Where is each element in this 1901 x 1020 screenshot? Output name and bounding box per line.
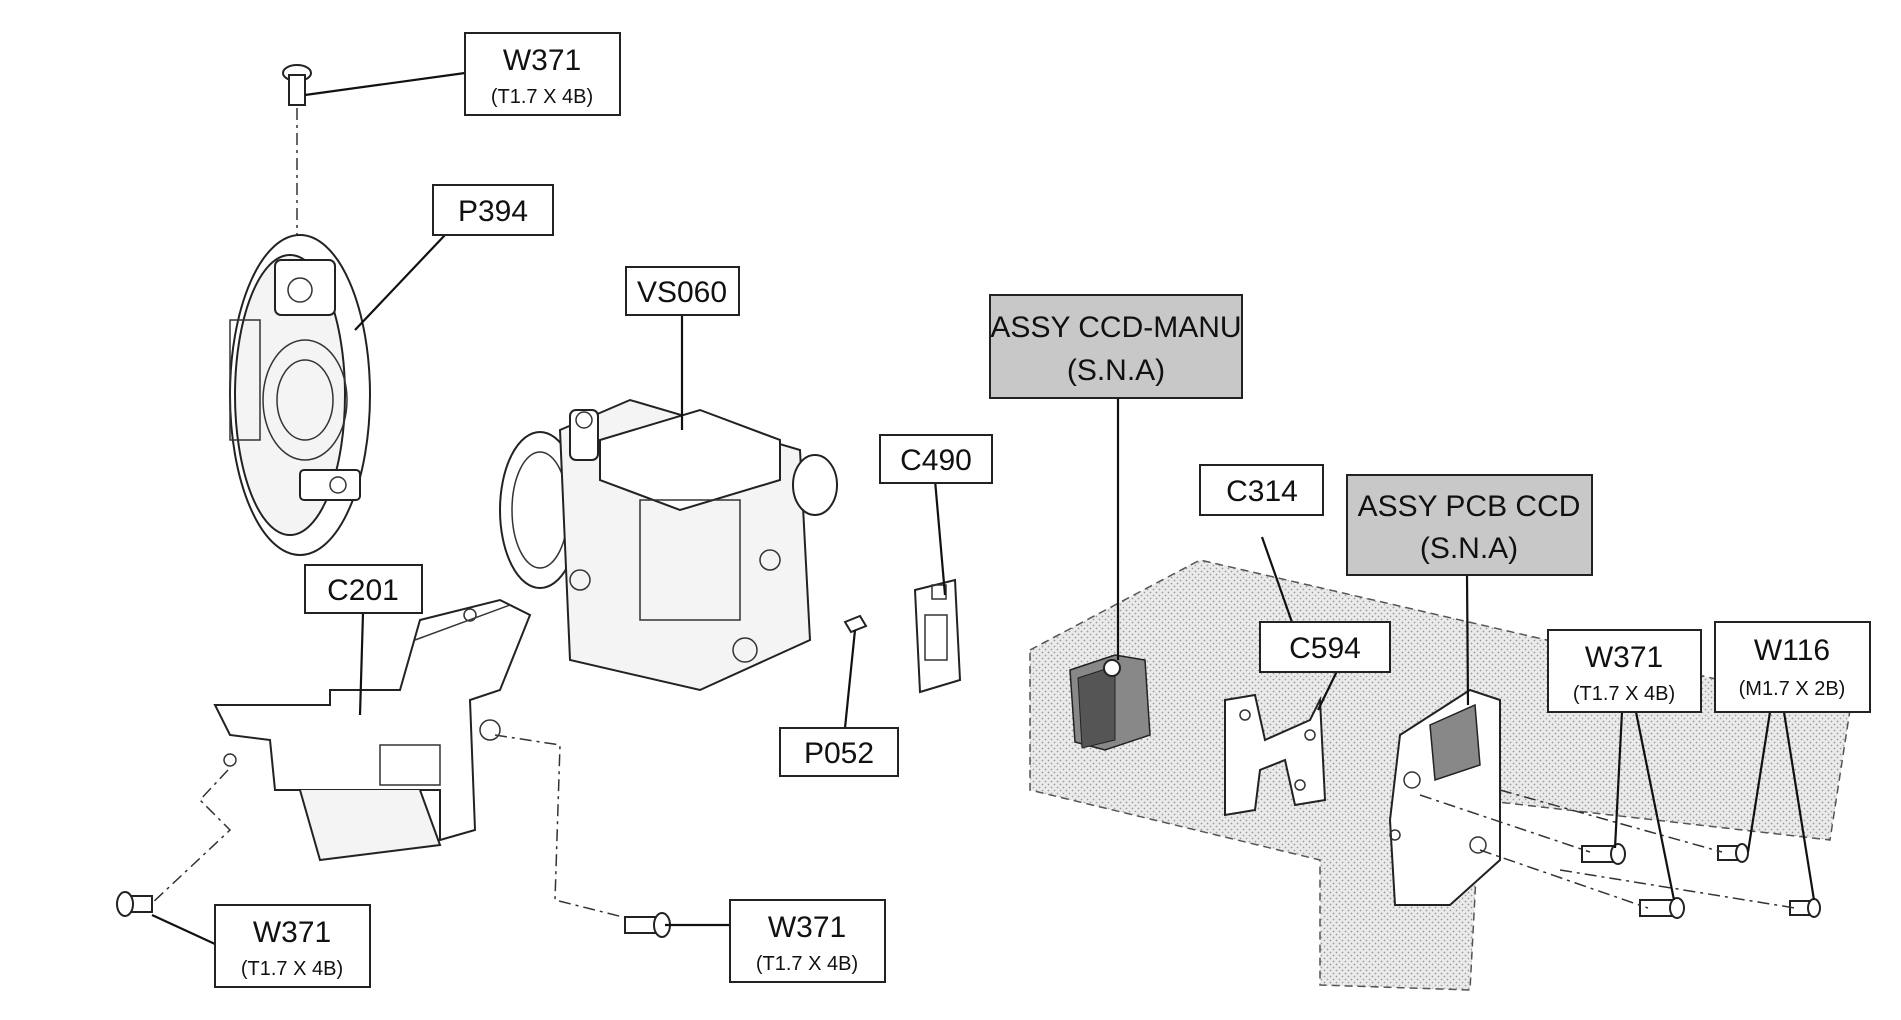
svg-text:(T1.7 X 4B): (T1.7 X 4B) [241,958,343,980]
screw-w371-right-lower [1639,897,1685,919]
svg-text:W371: W371 [503,44,581,77]
label-c594: C594 [1259,621,1391,673]
label-w371-bottom-mid: W371 (T1.7 X 4B) [729,899,886,983]
svg-text:ASSY CCD-MANU: ASSY CCD-MANU [990,311,1241,344]
label-vs060: VS060 [625,266,740,316]
svg-text:(M1.7 X 2B): (M1.7 X 2B) [1739,678,1846,700]
svg-text:C594: C594 [1289,632,1361,665]
svg-text:W116: W116 [1754,634,1830,667]
assembly-line-pcb-upper [1419,794,1591,853]
part-assy-pcb-ccd [1388,688,1501,906]
part-assy-ccd-manu [1069,654,1151,751]
part-p052-small-spacer [843,614,868,634]
svg-text:(S.N.A): (S.N.A) [1067,354,1165,387]
svg-text:C490: C490 [900,444,972,477]
svg-text:C314: C314 [1226,475,1298,508]
label-assy-pcb-ccd: ASSY PCB CCD (S.N.A) [1346,474,1593,576]
part-c490-plate [913,578,962,694]
label-assy-ccd-manu: ASSY CCD-MANU (S.N.A) [989,294,1243,399]
screw-w371-right-upper [1581,843,1626,865]
label-c201: C201 [304,564,423,614]
label-w371-top: W371 (T1.7 X 4B) [464,32,621,116]
label-p394: P394 [432,184,554,236]
label-c490: C490 [879,434,993,484]
svg-text:C201: C201 [327,574,399,607]
screw-w371-top [282,64,312,106]
svg-text:W371: W371 [253,916,331,949]
screw-w116-upper [1717,843,1749,863]
screw-w116-lower [1789,898,1821,918]
svg-text:(T1.7 X 4B): (T1.7 X 4B) [491,86,593,108]
svg-text:W371: W371 [768,911,846,944]
svg-text:(T1.7 X 4B): (T1.7 X 4B) [756,953,858,975]
label-w116: W116 (M1.7 X 2B) [1714,621,1871,713]
svg-text:P052: P052 [804,737,874,770]
label-w371-bottom-left: W371 (T1.7 X 4B) [214,904,371,988]
assembly-line-pcb-right-upper [1499,789,1723,853]
svg-text:(S.N.A): (S.N.A) [1420,532,1518,565]
svg-text:(T1.7 X 4B): (T1.7 X 4B) [1573,683,1675,705]
assembly-line-pcb-lower [1479,849,1649,909]
screw-w371-bottom-left [116,891,153,917]
svg-text:W371: W371 [1585,641,1663,674]
label-p052: P052 [779,727,899,777]
screw-w371-bottom-mid [624,912,671,938]
label-w371-right: W371 (T1.7 X 4B) [1547,629,1702,713]
assembly-line-pcb-right-lower [1559,869,1796,909]
label-c314: C314 [1199,464,1324,516]
svg-text:P394: P394 [458,195,528,228]
svg-text:VS060: VS060 [637,276,727,309]
assembly-line-c201-left [149,769,232,906]
part-c594-bracket [1224,693,1327,817]
part-c201-bracket [213,598,532,862]
assembly-line-c201-right [494,734,656,926]
part-p394-lens-ring [229,234,371,556]
svg-text:ASSY PCB CCD: ASSY PCB CCD [1358,490,1581,523]
part-vs060-lens-unit [499,398,838,692]
